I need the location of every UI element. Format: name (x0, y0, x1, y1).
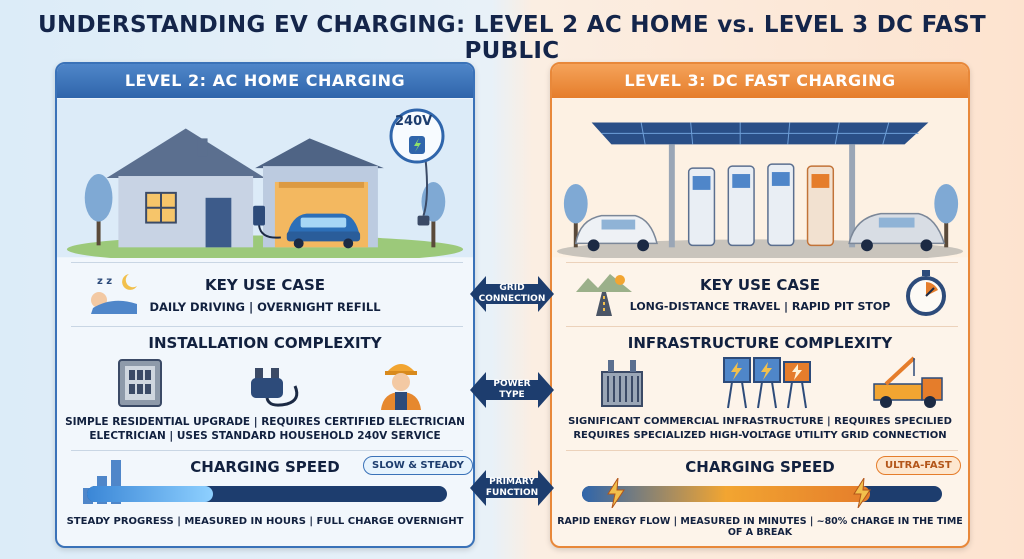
power-type-label-2: TYPE (499, 390, 525, 400)
level3-panel: LEVEL 3: DC FAST CHARGING (550, 62, 970, 548)
level2-speed-fill (87, 486, 213, 502)
level2-header: LEVEL 2: AC HOME CHARGING (57, 64, 473, 98)
crane-truck-icon (873, 356, 943, 408)
level2-install-title: INSTALLATION COMPLEXITY (148, 334, 382, 352)
breaker-panel-icon (118, 359, 162, 407)
level3-use-case-sub: LONG-DISTANCE TRAVEL | RAPID PIT STOP (629, 300, 891, 313)
grid-connection-arrow (470, 276, 554, 312)
level2-panel: LEVEL 2: AC HOME CHARGING (55, 62, 475, 548)
level3-speed-title: CHARGING SPEED (685, 458, 835, 476)
level2-install-line2: ELECTRICIAN | USES STANDARD HOUSEHOLD 24… (89, 430, 441, 442)
primary-function-label-1: PRIMARY (489, 477, 535, 487)
transformer-icon (601, 360, 643, 407)
sleeping-person-icon: z z (91, 274, 137, 314)
voltage-badge-label: 240V (395, 114, 433, 129)
level2-speed-title: CHARGING SPEED (190, 458, 340, 476)
primary-function-label-2: FUNCTION (485, 488, 539, 498)
lightning-icon (853, 478, 871, 508)
divider (566, 326, 958, 327)
stopwatch-icon (906, 270, 946, 316)
level2-speed-caption: STEADY PROGRESS | MEASURED IN HOURS | FU… (66, 516, 464, 527)
divider (71, 262, 463, 263)
svg-text:z z: z z (97, 276, 112, 287)
divider (566, 450, 958, 451)
electrician-icon (381, 364, 421, 410)
high-voltage-tower-icon (723, 357, 811, 409)
level3-header: LEVEL 3: DC FAST CHARGING (552, 64, 968, 98)
road-icon (576, 274, 632, 316)
level3-infra-title: INFRASTRUCTURE COMPLEXITY (627, 334, 893, 352)
grid-connection-label-1: GRID (499, 283, 525, 293)
plug-icon (251, 368, 299, 407)
divider (71, 326, 463, 327)
power-type-label-1: POWER (493, 379, 531, 389)
level2-speed-bar (87, 486, 447, 502)
level3-infra-line2: REQUIRES SPECIALIZED HIGH-VOLTAGE UTILIT… (573, 430, 947, 441)
fast-charging-station-scene (552, 98, 968, 258)
lightning-icon (607, 478, 625, 508)
level3-speed-caption: RAPID ENERGY FLOW | MEASURED IN MINUTES … (557, 516, 963, 538)
power-type-arrow (470, 372, 554, 408)
page-title: UNDERSTANDING EV CHARGING: LEVEL 2 AC HO… (38, 12, 986, 64)
level2-use-case-sub: DAILY DRIVING | OVERNIGHT REFILL (149, 300, 381, 314)
voltage-badge-icon (389, 108, 445, 164)
level3-speed-fill (582, 486, 870, 502)
level3-speed-bubble: ULTRA-FAST (876, 456, 961, 475)
level2-install-line1: SIMPLE RESIDENTIAL UPGRADE | REQUIRES CE… (65, 416, 465, 428)
level3-infra-line1: SIGNIFICANT COMMERCIAL INFRASTRUCTURE | … (568, 416, 952, 427)
level3-speed-bar (582, 486, 942, 502)
divider (71, 450, 463, 451)
primary-function-arrow (470, 470, 554, 506)
grid-connection-label-2: CONNECTION (478, 294, 546, 304)
level2-speed-bubble: SLOW & STEADY (363, 456, 473, 475)
level3-use-case-title: KEY USE CASE (699, 276, 821, 294)
level2-use-case-title: KEY USE CASE (204, 276, 326, 294)
divider (566, 262, 958, 263)
